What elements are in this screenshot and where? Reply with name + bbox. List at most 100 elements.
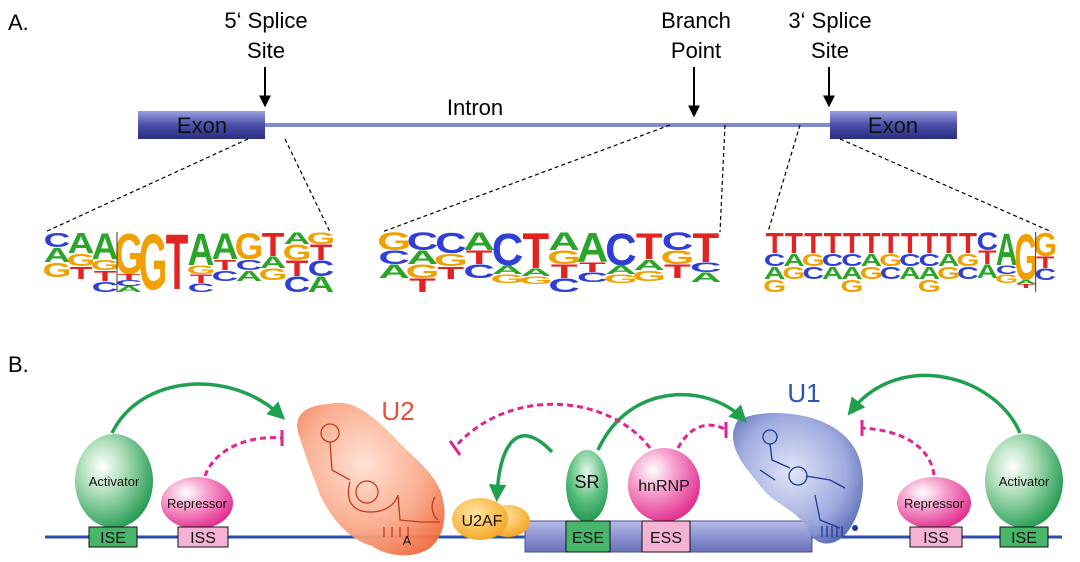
logo-letter: C xyxy=(662,228,693,256)
intron-label: Intron xyxy=(447,95,503,120)
ise-right-box xyxy=(999,526,1049,548)
five-prime-label-line2: Site xyxy=(247,38,285,63)
repressor-left-label: Repressor xyxy=(167,496,228,511)
u2af-large xyxy=(452,498,508,540)
repression-lines xyxy=(203,402,936,477)
ise-right-label: ISE xyxy=(1011,530,1037,547)
logo-letter: G xyxy=(307,230,336,249)
logo-letter-minor: T xyxy=(190,272,213,286)
logo-letter: T xyxy=(785,227,803,260)
repressor-right xyxy=(897,477,971,529)
logo-letter-minor: T xyxy=(978,247,997,269)
logo-letter: A xyxy=(996,225,1017,276)
logo-letter-minor: T xyxy=(551,261,578,283)
logo-letter-minor: G xyxy=(187,263,216,277)
arrow-sr-to-u2af xyxy=(488,434,554,502)
logo-letter: A xyxy=(284,230,311,249)
logo-letter: A xyxy=(68,228,95,260)
logo-letter: G xyxy=(139,219,168,307)
exon-right-label: Exon xyxy=(868,113,918,138)
logo-letter-minor: G xyxy=(434,250,468,270)
arrow-activator-to-u2 xyxy=(110,382,286,434)
logo-letter: T xyxy=(262,227,285,264)
logo-letter-minor: G xyxy=(840,277,863,297)
logo-letter-minor: C xyxy=(764,251,786,271)
logo-letter-minor: T xyxy=(466,247,493,269)
logo-letter: T xyxy=(804,227,822,260)
logo-letter-minor: T xyxy=(94,267,117,284)
u2af-label: U2AF xyxy=(462,513,503,530)
logo-letter: T xyxy=(940,227,958,260)
logo-letter-minor: C xyxy=(188,281,215,295)
u1-snrnp-blob xyxy=(732,413,864,544)
logo-letter-minor: G xyxy=(547,247,581,269)
logo-letter: T xyxy=(843,227,861,260)
logo-letter-minor: A xyxy=(236,267,263,284)
logo-letter-minor: A xyxy=(44,244,71,267)
logo-letter-minor: A xyxy=(899,264,921,284)
logo-letter-minor: C xyxy=(996,263,1017,277)
logo-letter-minor: C xyxy=(378,247,409,269)
logo-letter-minor: G xyxy=(782,264,805,284)
activator-right xyxy=(985,434,1063,528)
logo-letter-minor: T xyxy=(579,260,606,275)
logo-letter: A xyxy=(212,225,239,267)
logo-letter-minor: C xyxy=(803,264,825,284)
repress-hnrnp-to-u1 xyxy=(676,423,727,449)
branch-label-line2: Point xyxy=(671,38,721,63)
logo-letter: G xyxy=(115,223,144,287)
logo-letter-minor: C xyxy=(880,264,902,284)
zoom-lines xyxy=(44,124,1053,233)
logo-letter: T xyxy=(693,226,720,272)
iss-right-label: ISS xyxy=(923,530,949,547)
logo-letter-minor: A xyxy=(919,264,941,284)
logo-letter-minor: A xyxy=(861,251,883,271)
logo-letter-minor: A xyxy=(977,261,998,283)
logo-letter-minor: T xyxy=(286,256,309,281)
logo-letter-minor: G xyxy=(918,277,941,297)
logo-letter-minor: T xyxy=(664,261,691,283)
u1-rna-structure xyxy=(759,429,846,537)
logo-letter-minor: G xyxy=(91,256,120,273)
logo-letter-minor: T xyxy=(1017,283,1035,289)
logo-letter: T xyxy=(166,219,189,307)
repressor-left xyxy=(161,477,233,529)
logo-letter-minor: G xyxy=(937,264,960,284)
exon-right-box xyxy=(830,111,957,139)
branch-a-label: A xyxy=(403,533,412,548)
logo-letter-minor: G xyxy=(67,251,96,271)
logo-letter-minor: C xyxy=(899,251,921,271)
logo-letter-minor: C xyxy=(841,251,863,271)
u1-label: U1 xyxy=(787,378,820,408)
ise-left-box xyxy=(88,526,138,548)
logo-letter-minor: G xyxy=(802,251,825,271)
logo-letter-minor: A xyxy=(938,251,960,271)
logo-letter-minor: C xyxy=(1035,266,1056,285)
logo-letter-minor: A xyxy=(492,263,523,277)
logo-letter: C xyxy=(407,228,438,256)
branch-label-line1: Branch xyxy=(661,8,731,33)
logo-letter: C xyxy=(435,227,466,259)
sequence-logo-3ss: TCAGTAGTGCTCATCAGTAGTGCTCATCAGTAGTGCCTAA… xyxy=(763,221,1057,297)
logo-letter: A xyxy=(548,228,579,256)
logo-letter-minor: A xyxy=(822,264,844,284)
logo-letter-minor: G xyxy=(995,272,1018,286)
logo-letter-minor: C xyxy=(577,270,608,285)
logo-letter-minor: A xyxy=(407,247,438,269)
logo-letter-minor: A xyxy=(783,251,805,271)
arrow-activator-to-u1 xyxy=(847,373,1022,434)
logo-letter-minor: A xyxy=(308,272,335,297)
logo-letter: T xyxy=(636,225,663,267)
logo-letter: C xyxy=(605,225,636,275)
logo-letter-minor: G xyxy=(259,266,288,285)
logo-letter-minor: T xyxy=(1036,254,1055,273)
repress-hnrnp-to-u2 xyxy=(453,402,652,449)
logo-letter-minor: C xyxy=(92,278,119,295)
logo-letter-minor: A xyxy=(378,261,409,283)
logo-letter: A xyxy=(188,223,215,275)
panel-a-label: A. xyxy=(8,10,29,35)
logo-letter-minor: C xyxy=(957,264,979,284)
activator-right-label: Activator xyxy=(999,474,1050,489)
